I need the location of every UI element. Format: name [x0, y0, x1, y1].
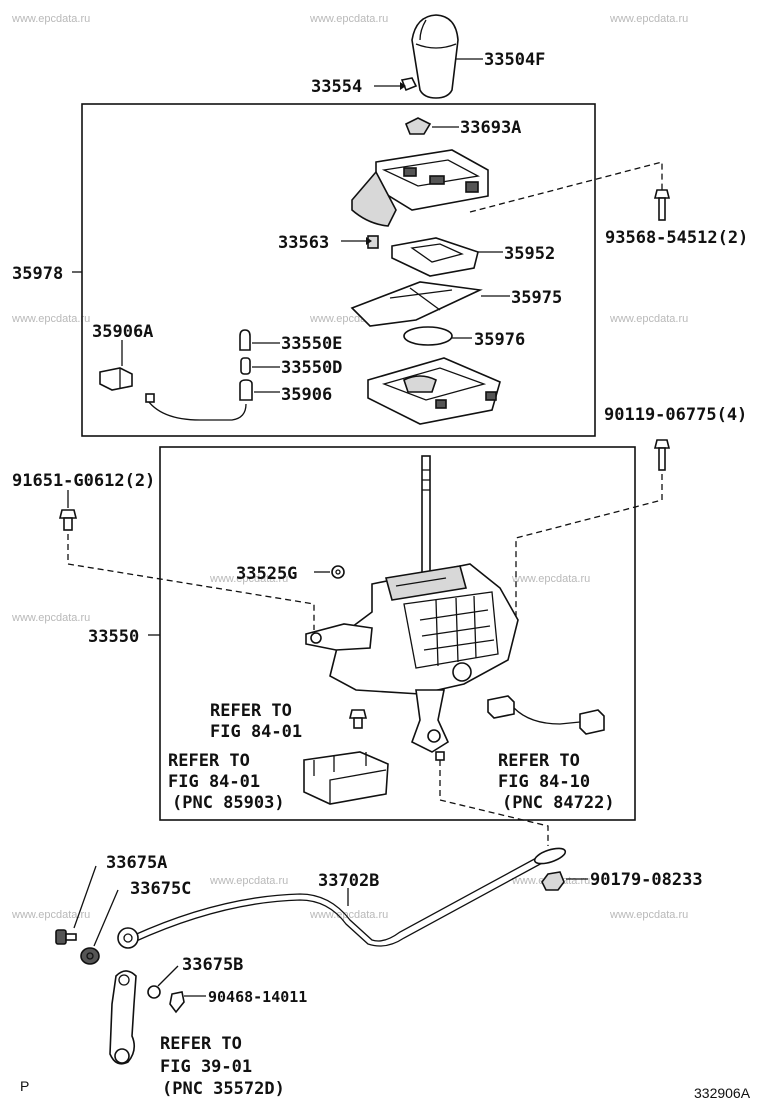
- label-33675A: 33675A: [106, 853, 167, 873]
- indicator-housing: [351, 149, 489, 227]
- pin-33675A: [55, 929, 77, 945]
- watermark: www.epcdata.ru: [511, 573, 590, 585]
- label-33525G: 33525G: [236, 564, 297, 584]
- label-35975: 35975: [511, 288, 562, 308]
- upper-assembly-frame: [81, 103, 596, 437]
- bushing-33675C: [80, 947, 100, 965]
- label-35952: 35952: [504, 244, 555, 264]
- watermark: www.epcdata.ru: [609, 13, 688, 25]
- refer-4-line1: REFER TO: [160, 1034, 242, 1054]
- label-33550: 33550: [88, 627, 139, 647]
- clip-33693A: [404, 117, 432, 135]
- wire-35906: [145, 379, 253, 421]
- watermark: www.epcdata.ru: [11, 612, 90, 624]
- refer-4-line2: FIG 39-01: [160, 1057, 252, 1077]
- label-35906: 35906: [281, 385, 332, 405]
- bolt-refer-84-01: [348, 709, 368, 729]
- refer-4-line3: (PNC 35572D): [162, 1079, 285, 1099]
- refer-1-line2: FIG 84-01: [210, 722, 302, 742]
- indicator-base: [367, 357, 501, 425]
- bushing-33675B: [147, 985, 161, 999]
- label-33504F: 33504F: [484, 50, 545, 70]
- watermark: www.epcdata.ru: [309, 909, 388, 921]
- control-lever: [109, 970, 137, 1065]
- label-35976: 35976: [474, 330, 525, 350]
- slide-cover-35975: [350, 281, 483, 327]
- shift-lever-assembly: [305, 455, 519, 753]
- cable-33702B: [117, 847, 567, 949]
- lower-assembly-frame: [159, 446, 636, 821]
- knob-clip: [400, 77, 418, 92]
- label-33675B: 33675B: [182, 955, 243, 975]
- refer-2-line3: (PNC 85903): [172, 793, 285, 813]
- refer-3-line1: REFER TO: [498, 751, 580, 771]
- screw-93568: [653, 189, 671, 221]
- label-33702B: 33702B: [318, 871, 379, 891]
- label-93568-54512: 93568-54512(2): [605, 228, 748, 248]
- watermarks: www.epcdata.ru www.epcdata.ru www.epcdat…: [11, 13, 688, 921]
- bolt-91651: [58, 509, 78, 531]
- block-85903: [303, 751, 389, 805]
- watermark: www.epcdata.ru: [309, 13, 388, 25]
- watermark: www.epcdata.ru: [609, 909, 688, 921]
- bolt-90119: [653, 439, 671, 471]
- refer-1-line1: REFER TO: [210, 701, 292, 721]
- watermark: www.epcdata.ru: [11, 909, 90, 921]
- watermark: www.epcdata.ru: [11, 313, 90, 325]
- label-33550D: 33550D: [281, 358, 342, 378]
- washer-33525G: [331, 565, 345, 579]
- footer-left-code: P: [20, 1078, 29, 1094]
- watermark: www.epcdata.ru: [209, 573, 288, 585]
- refer-2-line1: REFER TO: [168, 751, 250, 771]
- refer-2-line2: FIG 84-01: [168, 772, 260, 792]
- refer-3-line3: (PNC 84722): [502, 793, 615, 813]
- switch-84722: [487, 695, 605, 735]
- label-33550E: 33550E: [281, 334, 342, 354]
- label-90119-06775: 90119-06775(4): [604, 405, 747, 425]
- disc-35976: [403, 326, 453, 346]
- watermark: www.epcdata.ru: [209, 875, 288, 887]
- label-91651-G0612: 91651-G0612(2): [12, 471, 155, 491]
- label-33675C: 33675C: [130, 879, 191, 899]
- plate-35952: [391, 237, 479, 277]
- bulb-33550E: [239, 329, 251, 351]
- label-35906A: 35906A: [92, 322, 153, 342]
- watermark: www.epcdata.ru: [11, 13, 90, 25]
- label-90179-08233: 90179-08233: [590, 870, 703, 890]
- label-90468-14011: 90468-14011: [208, 988, 307, 1006]
- clip-90468: [169, 991, 185, 1014]
- watermark: www.epcdata.ru: [609, 313, 688, 325]
- shift-knob: [411, 14, 459, 99]
- label-35978: 35978: [12, 264, 63, 284]
- label-33693A: 33693A: [460, 118, 521, 138]
- label-33563: 33563: [278, 233, 329, 253]
- bulb-33550D: [240, 357, 251, 375]
- nut-90179: [541, 871, 565, 891]
- footer-right-code: 332906A: [694, 1085, 751, 1101]
- label-33554: 33554: [311, 77, 362, 97]
- refer-3-line2: FIG 84-10: [498, 772, 590, 792]
- connector-35906A: [99, 367, 133, 391]
